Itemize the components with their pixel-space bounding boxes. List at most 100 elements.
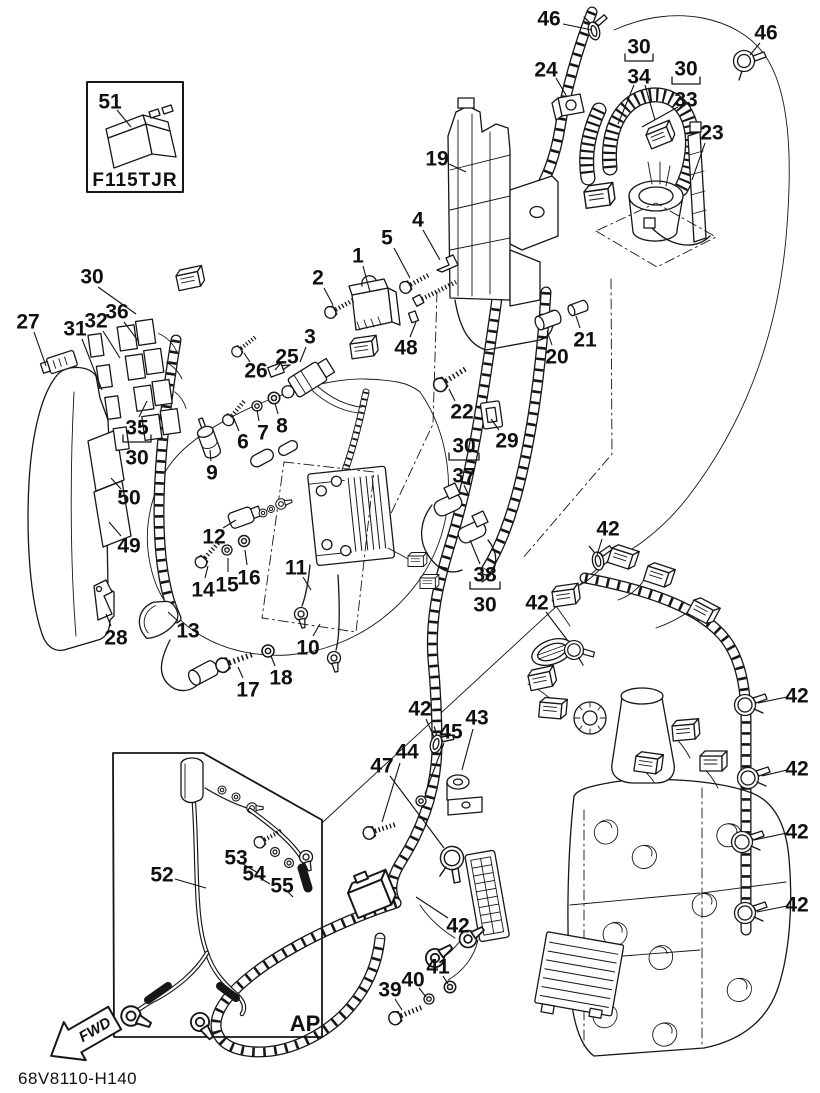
callout-26: 26 [244, 360, 267, 383]
callout-19: 19 [425, 148, 448, 171]
leader-line [323, 287, 334, 306]
washer-18 [261, 644, 275, 658]
spacer-21 [567, 299, 589, 317]
rectifier-connector [419, 574, 440, 589]
leader-line [102, 330, 121, 359]
leader-line [757, 696, 788, 704]
rectifier-group [261, 461, 440, 674]
harness-clamp-42 [730, 830, 765, 854]
washer-55 [283, 857, 295, 869]
ground-lead-ring-11 [292, 605, 311, 630]
leader-line [97, 286, 137, 315]
leader-line [108, 521, 122, 537]
callout-52: 52 [150, 864, 173, 887]
leader-line [425, 718, 435, 738]
washer-7 [251, 400, 263, 412]
leader-line [244, 549, 248, 566]
callout-9: 9 [206, 462, 218, 485]
group-bracket [448, 452, 480, 461]
spacer-20 [534, 309, 562, 331]
callout-21: 21 [573, 329, 597, 352]
callout-22: 22 [450, 401, 473, 424]
leader-line [617, 84, 635, 125]
callout-18: 18 [269, 667, 293, 690]
callout-40: 40 [401, 969, 424, 992]
inset-box-51: F115TJR [86, 81, 184, 193]
relay-connector [348, 334, 380, 360]
bolt-53 [252, 825, 285, 850]
leader-line [222, 519, 237, 529]
callout-5: 5 [381, 227, 393, 250]
leader-line [448, 388, 456, 402]
leader-line [545, 611, 569, 642]
ap-box: AP [112, 752, 323, 1045]
leader-line [174, 878, 207, 889]
callout-54: 54 [242, 863, 266, 886]
leader-line [138, 400, 148, 418]
callout-42: 42 [785, 758, 808, 781]
washer [267, 505, 275, 513]
leader-line [302, 576, 312, 591]
leader-line [415, 896, 449, 919]
leader-line [312, 623, 321, 637]
engine-boss [590, 816, 622, 848]
callout-42: 42 [785, 821, 808, 844]
callout-36: 36 [105, 301, 128, 324]
leader-line [409, 321, 417, 338]
harness-clamp-42 [733, 693, 768, 717]
engine-boss [689, 890, 719, 919]
washer-54 [269, 846, 281, 858]
sticker-49 [93, 480, 132, 548]
callout-46: 46 [537, 8, 560, 31]
group-bracket [469, 581, 501, 590]
callout-10: 10 [296, 637, 319, 660]
bracket-23-drawing [643, 121, 711, 246]
callout-53: 53 [224, 847, 247, 870]
clip-4 [436, 254, 459, 273]
sleeve-terminals [250, 440, 299, 468]
bracket-43 [446, 774, 483, 816]
callout-13: 13 [176, 620, 199, 643]
callout-15: 15 [215, 574, 239, 597]
apron-panel-27 [27, 349, 132, 652]
right-harness-connectors [526, 541, 771, 925]
panel-clip [39, 349, 78, 375]
leader-line [422, 229, 441, 261]
ignition-coil-assembly [583, 95, 717, 268]
group-bracket [624, 53, 654, 62]
leader-line [562, 23, 593, 31]
washer-45 [415, 795, 427, 807]
relay-1 [348, 275, 401, 331]
leader-line [242, 863, 259, 874]
leader-line [110, 477, 122, 490]
leader-line [490, 418, 500, 431]
callout-37: 37 [452, 465, 475, 488]
relay-1-group [323, 254, 459, 360]
leader-line [274, 402, 279, 415]
bolt-6 [220, 397, 249, 428]
rectifier-connector [407, 552, 428, 567]
callout-42: 42 [408, 698, 431, 721]
leader-line [389, 775, 445, 849]
leader-line [418, 987, 427, 998]
callout-30: 30 [452, 435, 475, 458]
leader-line [644, 84, 656, 121]
coil-connector [643, 119, 678, 150]
callout-48: 48 [394, 337, 418, 360]
callout-30: 30 [473, 594, 496, 617]
group-bracket [671, 76, 701, 85]
callout-25: 25 [275, 346, 299, 369]
bracket-19-drawing [447, 97, 559, 351]
callout-42: 42 [446, 915, 469, 938]
harness-clamp-42 [736, 766, 771, 790]
leader-line [691, 142, 706, 181]
leader-line [463, 484, 470, 497]
leader-line [461, 728, 474, 771]
connector-29 [479, 400, 504, 430]
engine-boss [651, 1021, 679, 1048]
callout-30: 30 [125, 447, 148, 470]
grommet-9 [196, 417, 222, 459]
bolt-17 [214, 647, 256, 674]
